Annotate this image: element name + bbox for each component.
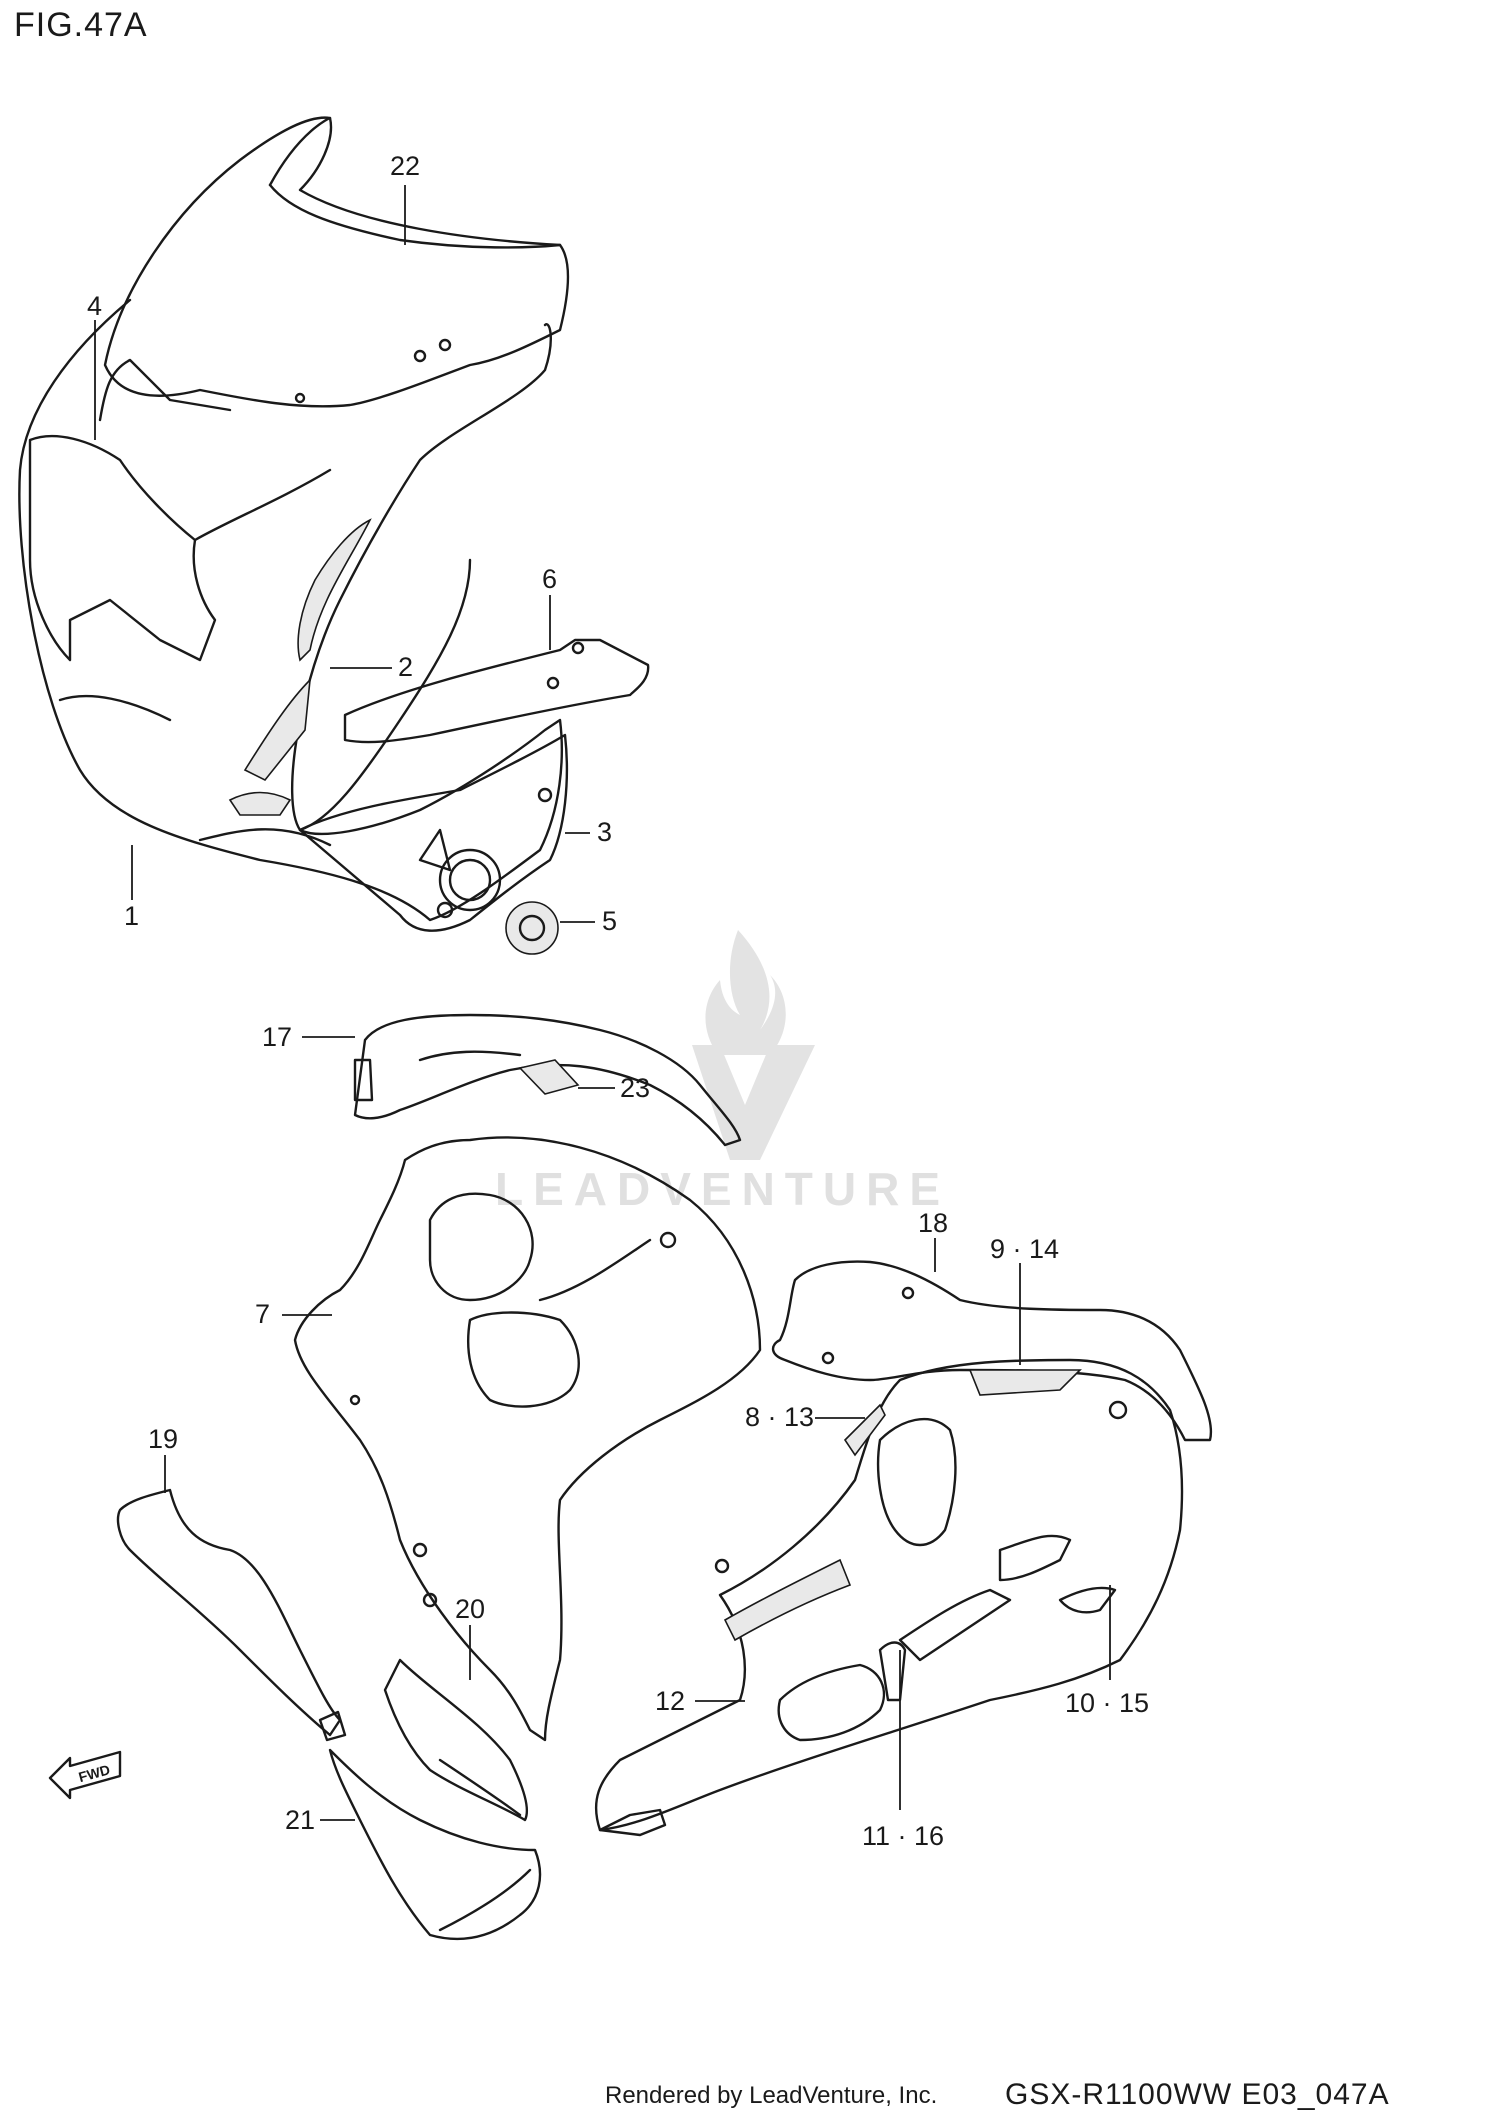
callout-2: 2 [398,652,413,682]
callout-labels: 22 4 6 2 3 1 5 17 23 18 9 · 14 7 8 · 13 … [87,151,1149,1851]
leadventure-watermark: LEADVENTURE [495,930,950,1215]
callout-20: 20 [455,1594,485,1624]
part-8-13-emblem [843,1403,886,1457]
callout-17: 17 [262,1022,292,1052]
callout-11-16: 11 · 16 [862,1821,944,1851]
footer-credit: Rendered by LeadVenture, Inc. [605,2082,938,2109]
part-12-under-cowl [594,1358,1184,1837]
callout-6: 6 [542,564,557,594]
part-17-inner-bracket [353,1013,742,1147]
part-7-side-fairing [293,1136,762,1742]
callout-9-14: 9 · 14 [990,1234,1059,1264]
callout-18: 18 [918,1208,948,1238]
callout-23: 23 [620,1073,650,1103]
part-2-inner-panel [228,518,372,816]
part-21-lower-panel [328,1748,542,1941]
callout-21: 21 [285,1805,315,1835]
watermark-text: LEADVENTURE [495,1163,950,1215]
callout-19: 19 [148,1424,178,1454]
part-22-windscreen [103,116,570,408]
footer-code: GSX-R1100WW E03_047A [1005,2078,1390,2111]
leader-lines [94,185,1111,1821]
part-6-bracket [343,638,650,744]
callout-10-15: 10 · 15 [1065,1688,1149,1718]
callout-5: 5 [602,906,617,936]
callout-12: 12 [655,1686,685,1716]
watermark-v-icon [692,1045,815,1160]
callout-22: 22 [390,151,420,181]
callout-7: 7 [255,1299,270,1329]
part-5-grommet [505,901,559,955]
watermark-flame-icon [705,930,786,1055]
forward-direction-marker: FWD [48,1750,122,1800]
callout-3: 3 [597,817,612,847]
fwd-label: FWD [77,1761,112,1785]
fwd-arrow-icon [48,1750,122,1800]
part-18-rear-cover [771,1260,1213,1442]
part-19-panel [116,1488,347,1742]
callout-8-13: 8 · 13 [745,1402,814,1432]
figure-title: FIG.47A [14,6,148,44]
callout-1: 1 [124,901,139,931]
part-1-upper-cowl [18,298,563,922]
part-3-side-cover [298,733,569,932]
part-10-15-decal [1058,1586,1117,1614]
part-20-lower-side [383,1658,529,1822]
callout-4: 4 [87,291,102,321]
part-23-pad [518,1059,580,1095]
